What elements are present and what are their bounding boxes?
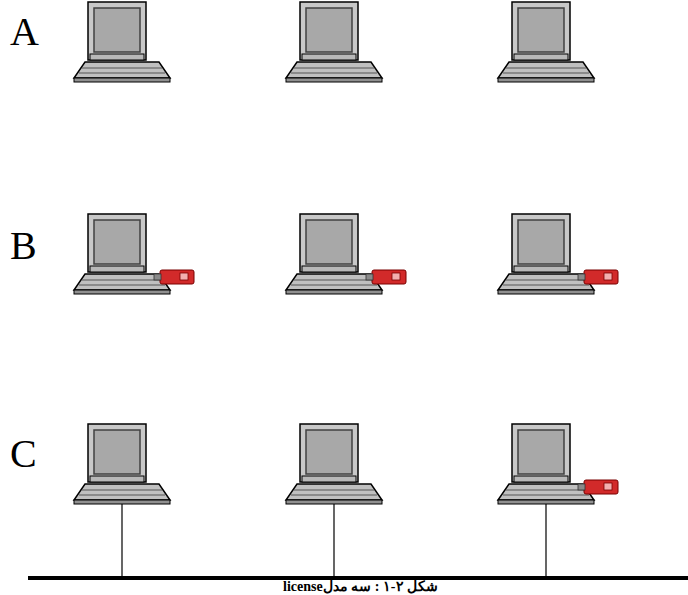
row-label: B bbox=[10, 226, 37, 266]
figure-caption: شکل ۲-۱ : سه مدلlicense bbox=[283, 579, 438, 595]
row-c-laptops bbox=[74, 424, 618, 504]
row-label: A bbox=[10, 12, 39, 52]
network-wires bbox=[28, 504, 688, 578]
row-b-laptops bbox=[74, 214, 618, 294]
row-a-laptops bbox=[74, 2, 594, 82]
row-label: C bbox=[10, 434, 37, 474]
